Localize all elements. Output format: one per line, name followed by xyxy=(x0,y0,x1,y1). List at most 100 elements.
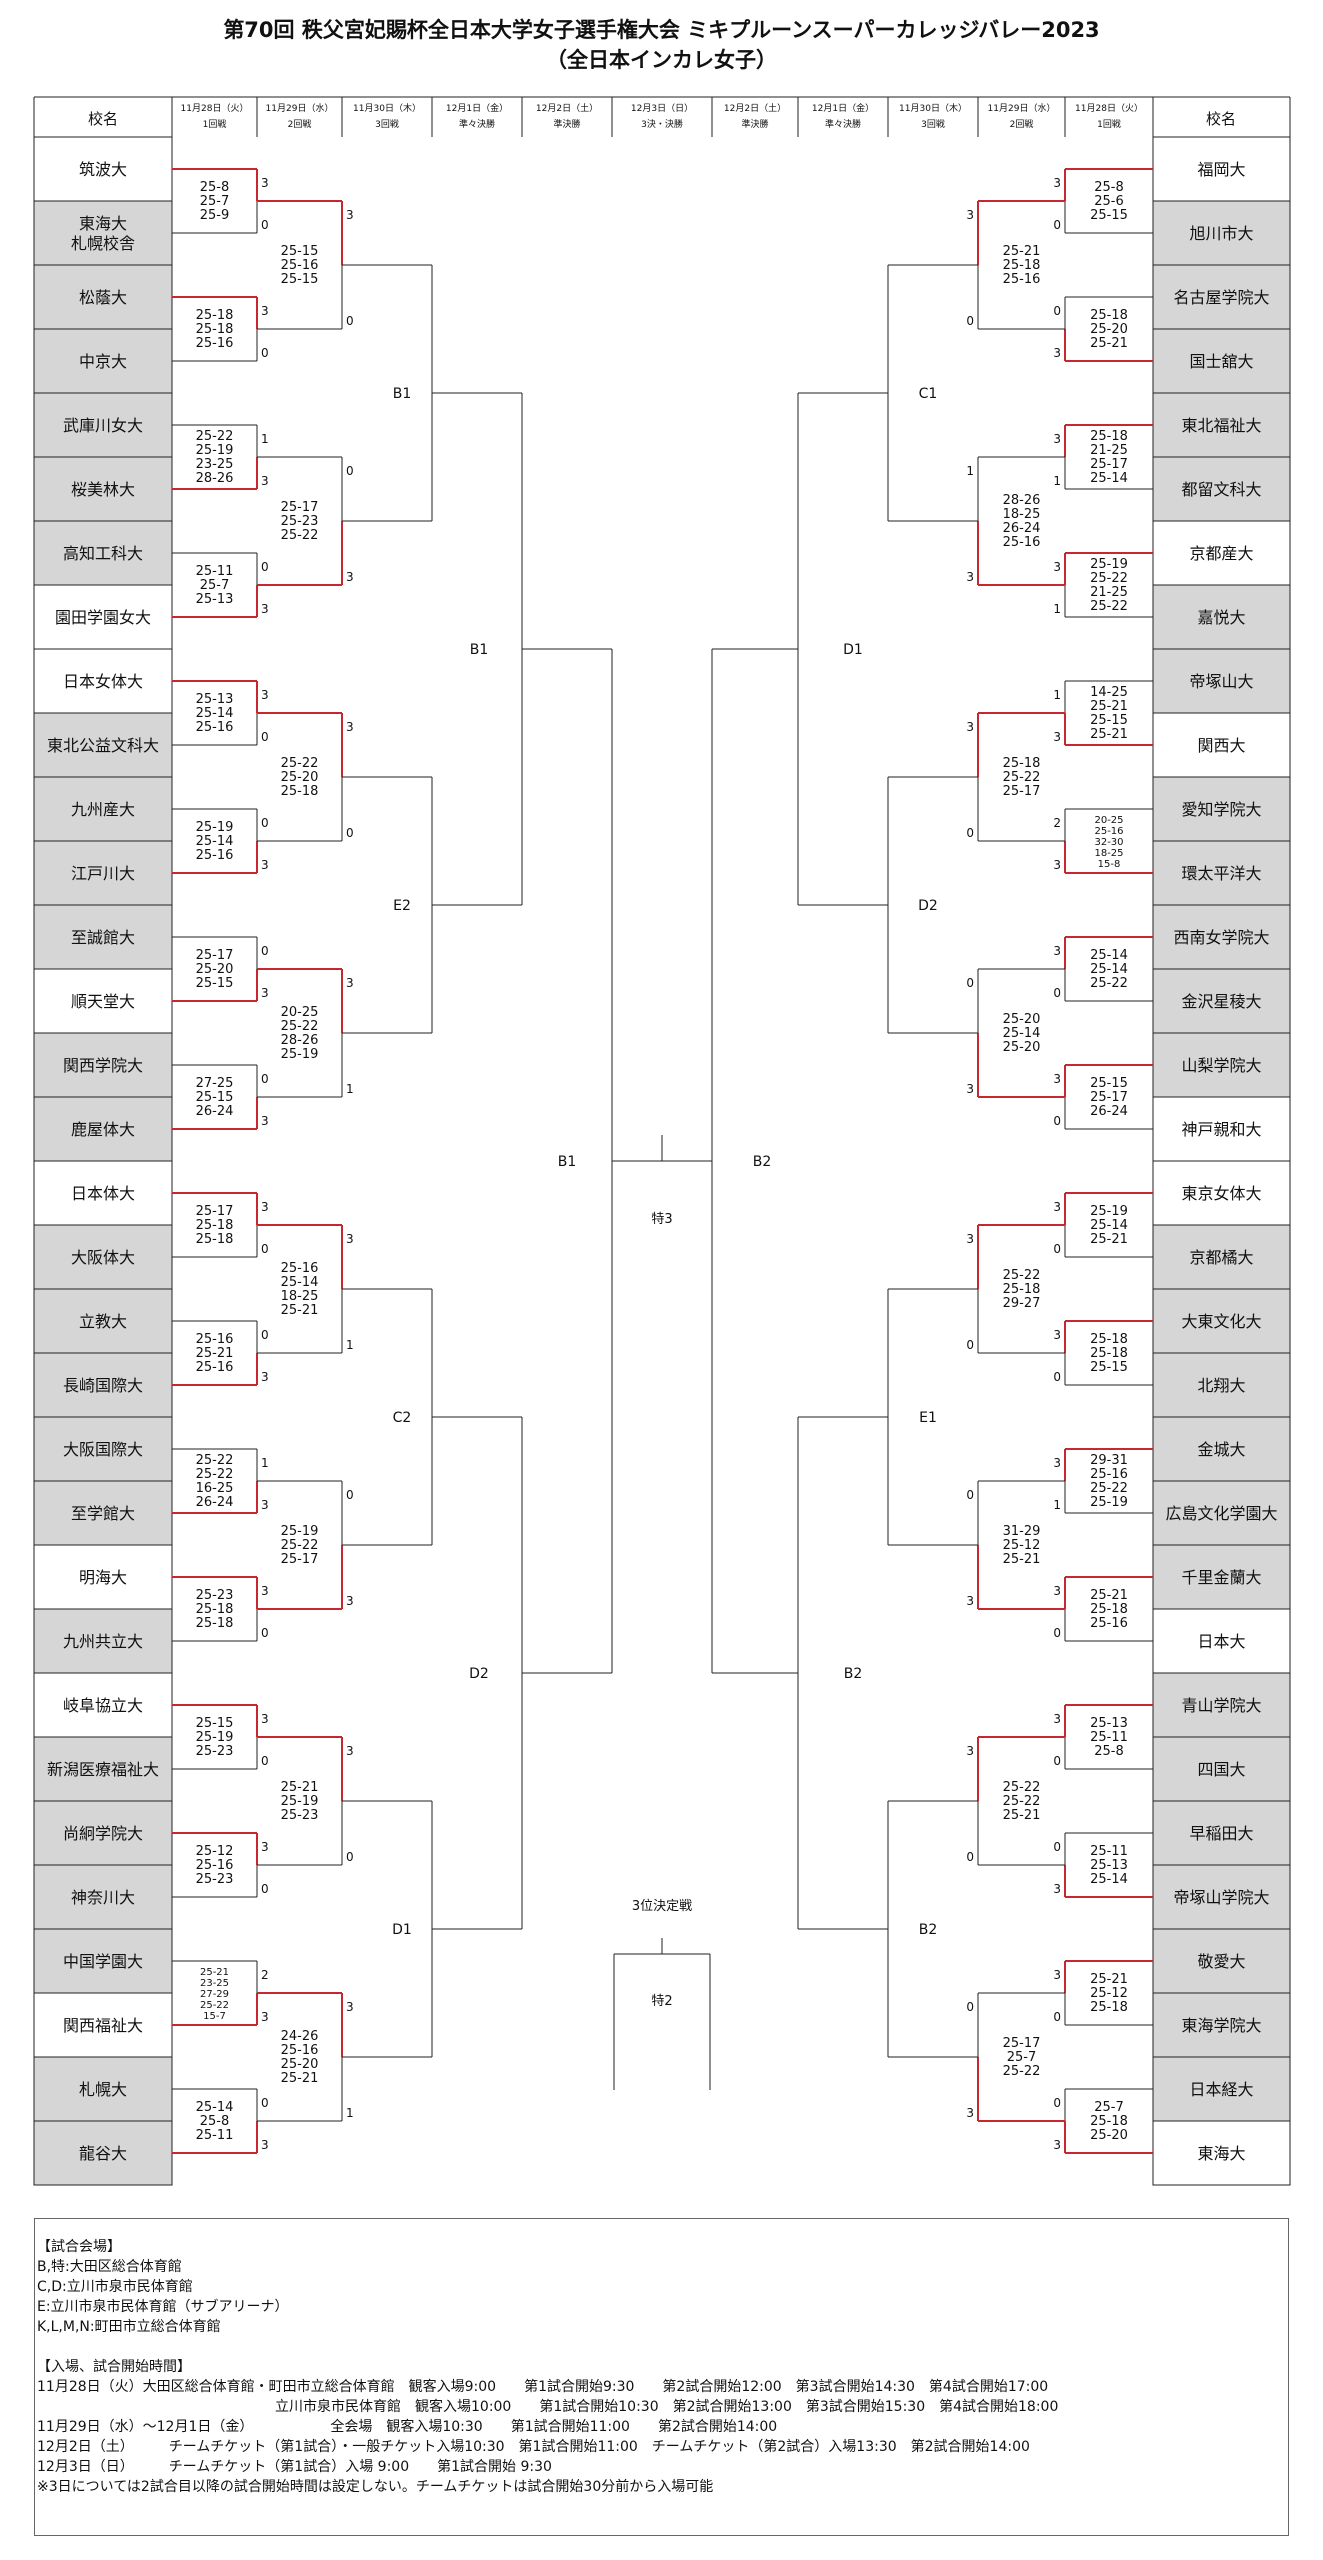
right-team-cell xyxy=(1152,1352,1291,1418)
right-r2-score: 25-21 xyxy=(1003,1552,1041,1567)
header-round: 1回戦 xyxy=(203,118,227,130)
third-place-title: 3位決定戦 xyxy=(632,1899,692,1914)
right-r2-sets: 0 xyxy=(966,1850,974,1864)
right-r3-venue: E1 xyxy=(919,1410,937,1426)
header-date: 12月3日（日） xyxy=(631,103,693,114)
right-team-name: 東海学院大 xyxy=(1181,2016,1261,2035)
left-team-name: 高知工科大 xyxy=(63,544,143,563)
left-team-name: 園田学園女大 xyxy=(55,608,151,627)
right-team-cell xyxy=(1152,2056,1291,2122)
right-team-name: 四国大 xyxy=(1197,1760,1245,1779)
left-team-name: 長崎国際大 xyxy=(63,1376,143,1395)
right-team-name: 日本経大 xyxy=(1189,2080,1253,2099)
left-r2-score: 25-23 xyxy=(281,1808,319,1823)
right-team-cell xyxy=(1152,1992,1291,2058)
right-r2-sets: 3 xyxy=(966,570,974,584)
right-r1-sets: 0 xyxy=(1053,1626,1061,1640)
right-r1-sets: 3 xyxy=(1053,944,1061,958)
final-venue: 特3 xyxy=(651,1212,672,1227)
right-r2-sets: 3 xyxy=(966,1082,974,1096)
notes-line: 12月3日（日） チームチケット（第1試合）入場 9:00 第1試合開始 9:3… xyxy=(37,2459,552,2475)
right-r1-score: 20-25 xyxy=(1094,815,1123,826)
right-qf-venue: D1 xyxy=(843,642,863,658)
header-school-label-right: 校名 xyxy=(1206,110,1236,128)
right-r2-score: 25-21 xyxy=(1003,1808,1041,1823)
right-team-cell xyxy=(1152,392,1291,458)
right-r2-score: 25-22 xyxy=(1003,1794,1041,1809)
right-r2-score: 25-16 xyxy=(1003,535,1041,550)
tournament-bracket: 校名校名11月28日（火）1回戦11月29日（水）2回戦11月30日（木）3回戦… xyxy=(33,96,1291,2186)
right-team-cell xyxy=(1152,1288,1291,1354)
left-r2-sets: 3 xyxy=(346,1232,354,1246)
header-round: 準々決勝 xyxy=(459,118,495,130)
left-team-cell xyxy=(33,2120,173,2186)
left-r2-score: 25-16 xyxy=(281,1261,319,1276)
left-r1-score: 25-16 xyxy=(196,1360,234,1375)
left-r1-sets: 0 xyxy=(261,1242,269,1256)
left-r1-score: 25-22 xyxy=(196,1453,234,1468)
left-team-cell xyxy=(33,392,173,458)
left-r1-score: 25-22 xyxy=(200,2000,229,2011)
right-r2-score: 25-20 xyxy=(1003,1012,1041,1027)
left-r1-score: 25-19 xyxy=(196,443,234,458)
left-r2-sets: 1 xyxy=(346,1082,354,1096)
left-team-name: 松蔭大 xyxy=(79,288,127,307)
left-team-cell xyxy=(33,776,173,842)
right-r1-score: 25-16 xyxy=(1090,1467,1128,1482)
right-r2-score: 25-12 xyxy=(1003,1538,1041,1553)
right-r1-sets: 1 xyxy=(1053,688,1061,702)
left-r1-score: 23-25 xyxy=(200,1978,229,1989)
left-qf-venue: D2 xyxy=(469,1666,489,1682)
left-r1-sets: 0 xyxy=(261,1328,269,1342)
right-r1-score: 25-20 xyxy=(1090,2128,1128,2143)
left-r1-sets: 0 xyxy=(261,2096,269,2110)
right-r2-sets: 0 xyxy=(966,314,974,328)
right-r2-sets: 1 xyxy=(966,464,974,478)
left-r1-score: 25-11 xyxy=(196,564,234,579)
left-r1-score: 25-23 xyxy=(196,1588,234,1603)
right-r1-score: 14-25 xyxy=(1090,685,1128,700)
right-r1-score: 25-18 xyxy=(1090,429,1128,444)
right-r2-score: 18-25 xyxy=(1003,507,1041,522)
left-team-name: 龍谷大 xyxy=(79,2144,127,2163)
left-r3-venue: B1 xyxy=(393,386,412,402)
left-r2-score: 25-20 xyxy=(281,770,319,785)
right-r1-score: 25-22 xyxy=(1090,571,1128,586)
right-team-name: 関西大 xyxy=(1197,736,1245,755)
header-date: 11月29日（水） xyxy=(988,102,1056,114)
right-team-name: 愛知学院大 xyxy=(1181,800,1261,819)
right-r1-score: 29-31 xyxy=(1090,1453,1128,1468)
header-school-label-left: 校名 xyxy=(88,110,118,128)
right-team-cell xyxy=(1152,1480,1291,1546)
left-r1-score: 25-18 xyxy=(196,322,234,337)
right-r1-score: 25-19 xyxy=(1090,557,1128,572)
left-r1-score: 25-11 xyxy=(196,2128,234,2143)
right-r1-score: 25-6 xyxy=(1094,194,1124,209)
right-team-cell xyxy=(1152,456,1291,522)
left-r2-score: 25-17 xyxy=(281,500,319,515)
right-r1-score: 25-15 xyxy=(1090,208,1128,223)
left-r1-sets: 0 xyxy=(261,816,269,830)
left-r1-sets: 3 xyxy=(261,1114,269,1128)
right-r1-score: 25-15 xyxy=(1090,1076,1128,1091)
right-team-name: 大東文化大 xyxy=(1181,1312,1261,1331)
left-sf-venue: B1 xyxy=(558,1154,577,1170)
left-r1-score: 25-18 xyxy=(196,308,234,323)
right-team-name: 神戸親和大 xyxy=(1181,1120,1261,1139)
right-team-name: 青山学院大 xyxy=(1181,1696,1261,1715)
right-r2-sets: 3 xyxy=(966,720,974,734)
left-team-name: 大阪体大 xyxy=(71,1248,135,1267)
left-team-name: 東海大 xyxy=(79,214,127,233)
left-r2-score: 25-15 xyxy=(281,272,319,287)
left-team-cell xyxy=(33,1224,173,1290)
header-date: 12月1日（金） xyxy=(446,102,508,114)
right-r1-score: 32-30 xyxy=(1094,837,1123,848)
right-r1-score: 25-14 xyxy=(1090,1218,1128,1233)
left-team-name: 日本体大 xyxy=(71,1184,135,1203)
left-r3-venue: D1 xyxy=(392,1922,412,1938)
right-r1-sets: 0 xyxy=(1053,1840,1061,1854)
right-r1-score: 25-17 xyxy=(1090,1090,1128,1105)
left-team-name: 関西福祉大 xyxy=(63,2016,143,2035)
right-team-cell xyxy=(1152,840,1291,906)
right-r1-score: 25-18 xyxy=(1090,1346,1128,1361)
